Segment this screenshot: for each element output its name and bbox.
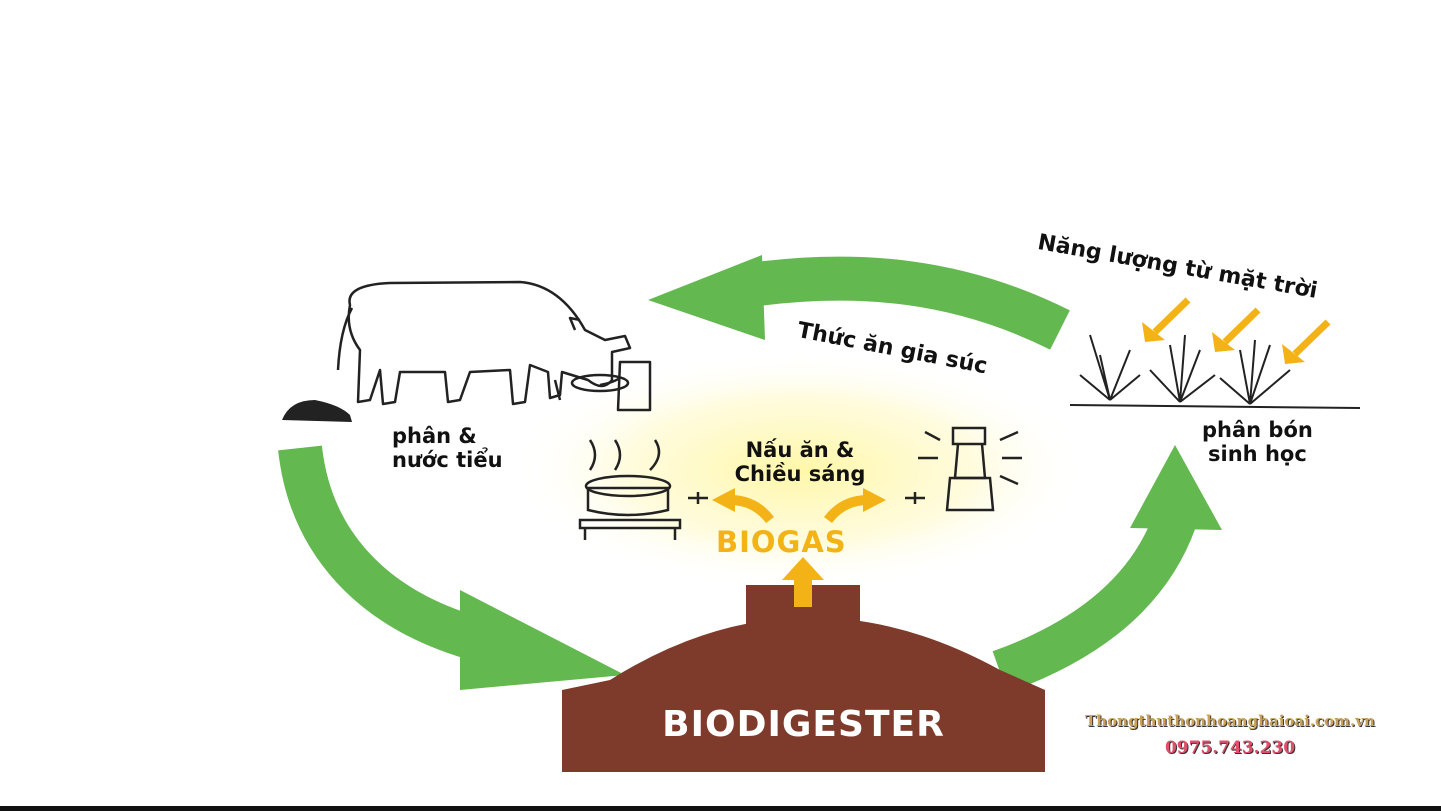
cooking-lighting-line1: Nấu ăn &: [700, 438, 900, 462]
manure-pile-icon: [282, 400, 352, 422]
biogas-label: BIOGAS: [716, 526, 847, 559]
watermark-phone: 0975.743.230: [1130, 738, 1330, 758]
fertilizer-label-line2: sinh học: [1202, 442, 1313, 466]
cow-icon: [338, 282, 650, 410]
manure-label-line1: phân &: [392, 424, 503, 448]
sun-ray-arrow-icon: [1142, 300, 1328, 364]
arrow-feed-to-cow: [648, 255, 1060, 340]
manure-label-line2: nước tiểu: [392, 448, 503, 472]
fertilizer-label-line1: phân bón: [1202, 418, 1313, 442]
watermark-site: Thongthuthonhoanghaioai.com.vn: [1080, 712, 1380, 730]
fertilizer-label: phân bón sinh học: [1202, 418, 1313, 466]
bottom-border: [0, 806, 1441, 811]
manure-label: phân & nước tiểu: [392, 424, 503, 472]
biodigester-label: BIODIGESTER: [562, 704, 1045, 745]
cooking-lighting-label: Nấu ăn & Chiều sáng: [700, 438, 900, 486]
cooking-lighting-line2: Chiều sáng: [700, 462, 900, 486]
